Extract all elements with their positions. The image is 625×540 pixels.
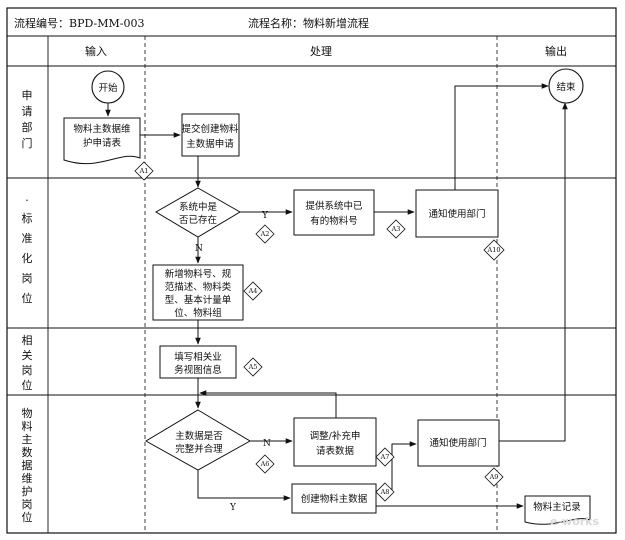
svg-text:岗: 岗 bbox=[22, 498, 33, 511]
lane-label-apply: 申 请 部 门 bbox=[22, 89, 33, 150]
tag-a2: A2 bbox=[255, 224, 275, 244]
tag-a10: A10 bbox=[483, 239, 505, 261]
process-number: 流程编号：BPD-MM-003 bbox=[14, 16, 144, 30]
tag-a1: A1 bbox=[134, 161, 154, 181]
svg-text:创建物料主数据: 创建物料主数据 bbox=[301, 493, 368, 505]
svg-text:A6: A6 bbox=[260, 460, 270, 468]
application-form-document: 物料主数据维 护申请表 bbox=[63, 117, 141, 165]
svg-text:位: 位 bbox=[22, 378, 33, 392]
fill-views-box: 填写相关业 务视图信息 bbox=[159, 345, 237, 379]
svg-text:位: 位 bbox=[22, 291, 33, 305]
watermark-logo: e-works bbox=[550, 515, 599, 528]
svg-text:主: 主 bbox=[22, 433, 33, 446]
tag-a7: A7 bbox=[375, 447, 395, 467]
svg-text:务视图信息: 务视图信息 bbox=[174, 364, 222, 376]
svg-text:A1: A1 bbox=[139, 167, 149, 175]
svg-text:护申请表: 护申请表 bbox=[83, 137, 122, 149]
create-master-data-box: 创建物料主数据 bbox=[291, 483, 377, 514]
svg-text:物料主记录: 物料主记录 bbox=[533, 501, 581, 513]
svg-text:请表数据: 请表数据 bbox=[316, 445, 355, 457]
svg-text:门: 门 bbox=[22, 136, 33, 150]
svg-text:A10: A10 bbox=[487, 246, 501, 254]
svg-text:填写相关业: 填写相关业 bbox=[174, 351, 222, 363]
svg-text:A8: A8 bbox=[380, 488, 390, 496]
svg-text:准: 准 bbox=[22, 232, 33, 245]
lane-label-related: 相 关 岗 位 bbox=[22, 334, 33, 392]
tag-a6: A6 bbox=[255, 454, 275, 474]
svg-text:申: 申 bbox=[22, 89, 33, 102]
lane-label-standard: · 标 准 化 岗 位 bbox=[22, 194, 33, 305]
provide-number-box: 提供系统中已 有的物料号 bbox=[293, 189, 375, 236]
svg-text:岗: 岗 bbox=[22, 272, 33, 285]
svg-text:料: 料 bbox=[22, 419, 33, 433]
yes-label-1: Y bbox=[261, 211, 269, 221]
svg-text:化: 化 bbox=[22, 251, 33, 265]
svg-text:A2: A2 bbox=[260, 230, 270, 238]
svg-text:型、基本计量单: 型、基本计量单 bbox=[165, 294, 232, 306]
material-record-document: 物料主记录 bbox=[524, 495, 591, 525]
svg-text:A4: A4 bbox=[248, 287, 258, 295]
svg-text:否已存在: 否已存在 bbox=[179, 214, 217, 226]
end-node: 结束 bbox=[548, 68, 584, 104]
svg-text:标: 标 bbox=[22, 211, 33, 225]
submit-request-box: 提交创建物料 主数据申请 bbox=[181, 113, 240, 157]
adjust-data-box: 调整/补充申 请表数据 bbox=[293, 417, 377, 467]
svg-text:部: 部 bbox=[22, 120, 33, 134]
notify-department-box-1: 通知使用部门 bbox=[415, 189, 499, 238]
connectors bbox=[105, 83, 568, 509]
notify-department-box-2: 通知使用部门 bbox=[417, 419, 500, 467]
svg-text:位: 位 bbox=[22, 510, 33, 524]
tag-a9: A9 bbox=[484, 467, 504, 487]
svg-text:据: 据 bbox=[22, 458, 33, 472]
svg-text:通知使用部门: 通知使用部门 bbox=[428, 208, 485, 220]
svg-text:维: 维 bbox=[22, 472, 33, 485]
tag-a8: A8 bbox=[375, 482, 395, 502]
svg-text:A9: A9 bbox=[489, 473, 499, 481]
no-label-2: N bbox=[263, 439, 271, 449]
svg-text:通知使用部门: 通知使用部门 bbox=[429, 437, 486, 449]
svg-text:有的物料号: 有的物料号 bbox=[310, 215, 358, 227]
svg-text:A3: A3 bbox=[391, 225, 401, 233]
yes-label-2: Y bbox=[229, 503, 237, 513]
svg-text:范描述、物料类: 范描述、物料类 bbox=[165, 281, 232, 293]
svg-text:护: 护 bbox=[22, 484, 33, 498]
svg-text:主数据是否: 主数据是否 bbox=[175, 430, 223, 442]
svg-text:岗: 岗 bbox=[22, 364, 33, 377]
svg-text:开始: 开始 bbox=[98, 82, 118, 94]
svg-text:提交创建物料: 提交创建物料 bbox=[181, 123, 239, 135]
start-node: 开始 bbox=[91, 70, 125, 104]
exists-decision: 系统中是 否已存在 bbox=[155, 187, 241, 238]
svg-text:A5: A5 bbox=[248, 363, 258, 371]
svg-text:A7: A7 bbox=[380, 453, 390, 461]
svg-text:系统中是: 系统中是 bbox=[179, 201, 218, 213]
svg-text:位、物料组: 位、物料组 bbox=[174, 307, 222, 319]
col-header-input: 输入 bbox=[85, 44, 107, 58]
process-name: 流程名称：物料新增流程 bbox=[248, 16, 369, 30]
svg-text:关: 关 bbox=[22, 348, 33, 362]
svg-text:相: 相 bbox=[22, 334, 33, 347]
tag-a5: A5 bbox=[243, 357, 263, 377]
col-header-process: 处理 bbox=[310, 45, 332, 58]
svg-text:·: · bbox=[25, 194, 29, 207]
no-label-1: N bbox=[195, 244, 203, 254]
svg-text:结束: 结束 bbox=[556, 81, 576, 93]
tag-a4: A4 bbox=[243, 281, 263, 301]
new-material-info-box: 新增物料号、规 范描述、物料类 型、基本计量单 位、物料组 bbox=[152, 264, 244, 321]
svg-text:调整/补充申: 调整/补充申 bbox=[310, 430, 361, 442]
svg-text:物料主数据维: 物料主数据维 bbox=[73, 123, 131, 135]
col-header-output: 输出 bbox=[545, 44, 567, 58]
svg-text:完整并合理: 完整并合理 bbox=[175, 443, 223, 455]
outer-frame bbox=[6, 7, 617, 534]
svg-text:提供系统中已: 提供系统中已 bbox=[305, 200, 363, 212]
svg-text:物: 物 bbox=[22, 406, 33, 420]
svg-text:新增物料号、规: 新增物料号、规 bbox=[165, 268, 232, 280]
tag-a3: A3 bbox=[386, 219, 406, 239]
svg-text:主数据申请: 主数据申请 bbox=[186, 138, 234, 150]
lane-label-master: 物 料 主 数 据 维 护 岗 位 bbox=[22, 406, 33, 524]
svg-text:数: 数 bbox=[22, 446, 33, 459]
svg-text:请: 请 bbox=[22, 105, 33, 118]
complete-decision: 主数据是否 完整并合理 bbox=[144, 409, 252, 471]
